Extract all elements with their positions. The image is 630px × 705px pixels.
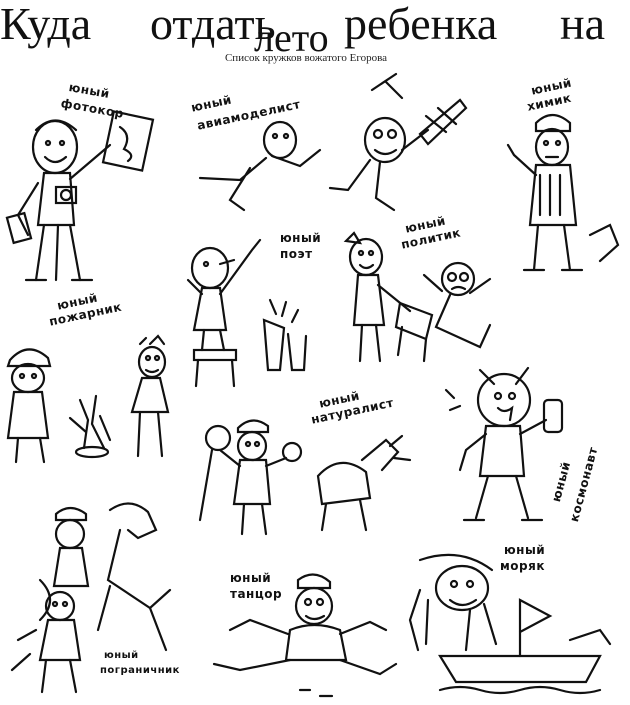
cartoon-young-photographer: юный фотокор [0, 75, 170, 295]
title-word: отдать [150, 0, 276, 49]
cartoon-sketch-icon [6, 334, 170, 464]
cartoon-young-chemist: юный химик [490, 75, 625, 285]
cartoon-sketch-icon [186, 238, 308, 388]
cartoon-sketch-icon [198, 72, 468, 212]
title-word: ребенка [344, 0, 498, 49]
title-word: на [560, 0, 606, 49]
cartoon-young-politician: юный политик [340, 213, 510, 375]
cartoon-sketch-icon [10, 502, 172, 694]
cartoon-label-line2: танцор [230, 587, 283, 601]
cartoon-sketch-icon [343, 231, 492, 363]
cartoon-label-line2: пограничник [100, 665, 180, 676]
cartoon-young-dancer: юный танцор [200, 560, 400, 705]
title-wrapped-word: лето [254, 15, 329, 60]
cartoon-young-cosmonaut: юный космонавт [440, 350, 625, 535]
cartoon-label-line2: поэт [280, 247, 313, 261]
cartoon-young-firefighter: юный пожарник [0, 290, 180, 470]
cartoon-label-line1: юный [230, 571, 272, 585]
cartoon-label-line1: юный [280, 231, 322, 245]
cartoon-young-aircraft-modeler: юный авиамоделист [180, 70, 470, 220]
page-subtitle: Список кружков вожатого Егорова [224, 52, 388, 64]
cartoon-sketch-icon [506, 113, 620, 272]
cartoon-label-line1: юный [504, 543, 546, 557]
cartoon-young-border-guard: юный пограничник [0, 490, 200, 700]
title-word: Куда [0, 0, 92, 49]
cartoon-sketch-icon [5, 110, 155, 282]
cartoon-young-sailor: юный моряк [400, 540, 625, 700]
cartoon-sketch-icon [408, 553, 612, 695]
cartoon-sketch-icon [212, 573, 398, 698]
page-title: Куда отдать ребенка на [0, 0, 630, 48]
cartoon-sketch-icon [444, 366, 564, 522]
cartoon-sketch-icon [198, 419, 412, 536]
cartoon-young-naturalist: юный натуралист [190, 380, 430, 540]
cartoon-label-line1: юный [104, 650, 139, 661]
cartoon-young-poet: юный поэт [180, 210, 330, 390]
cartoon-label-line2: моряк [500, 559, 545, 573]
